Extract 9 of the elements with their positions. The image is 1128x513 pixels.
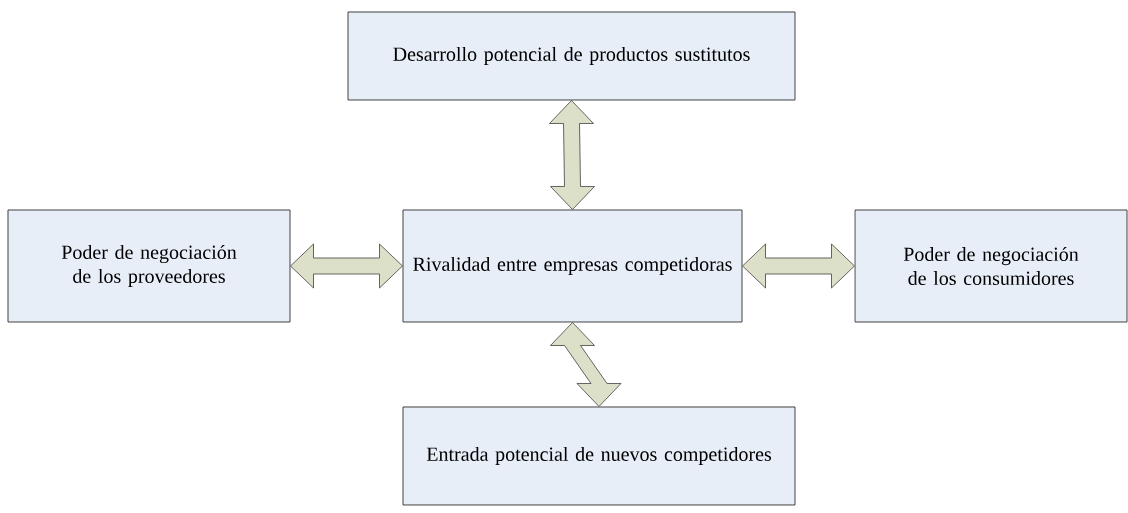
process-box: Poder de negociación de los proveedores [7,209,291,323]
process-box: Entrada potencial de nuevos competidores [402,406,796,506]
block-arrow [550,322,622,407]
block-arrow [290,243,403,289]
block-arrow [549,100,595,210]
block-arrow [742,243,855,289]
process-box: Desarrollo potencial de productos sustitutos [347,11,796,101]
process-box: Rivalidad entre empresas competidoras [402,209,743,323]
process-box: Poder de negociación de los consumidores [854,209,1128,323]
